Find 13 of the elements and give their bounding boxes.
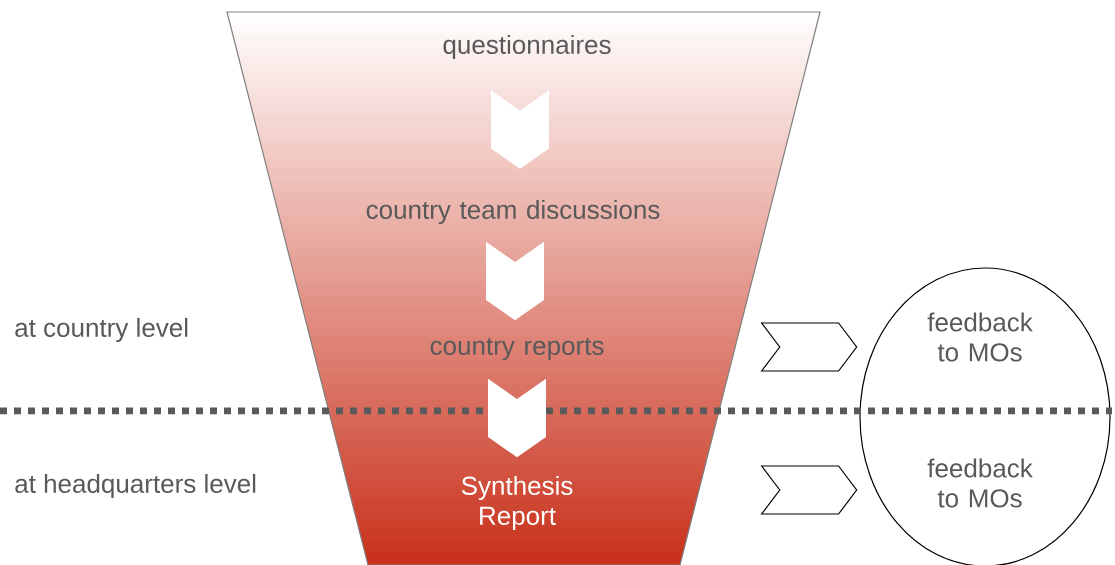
stage-label: country team discussions [366, 199, 660, 225]
stage-label: Synthesis Report [461, 475, 573, 531]
stage-label: questionnaires [443, 34, 611, 60]
level-label: at country level [15, 317, 188, 343]
chevron-arrow [488, 378, 546, 458]
chevron-arrow [760, 465, 858, 515]
stage-label: feedback to MOs [927, 458, 1033, 508]
stage-label: country reports [430, 337, 604, 361]
chevron-arrow [491, 90, 549, 169]
level-label: at headquarters level [15, 473, 256, 499]
chevron-arrow [486, 241, 544, 321]
stage-label: feedback to MOs [927, 312, 1033, 362]
chevron-arrow [760, 322, 858, 372]
